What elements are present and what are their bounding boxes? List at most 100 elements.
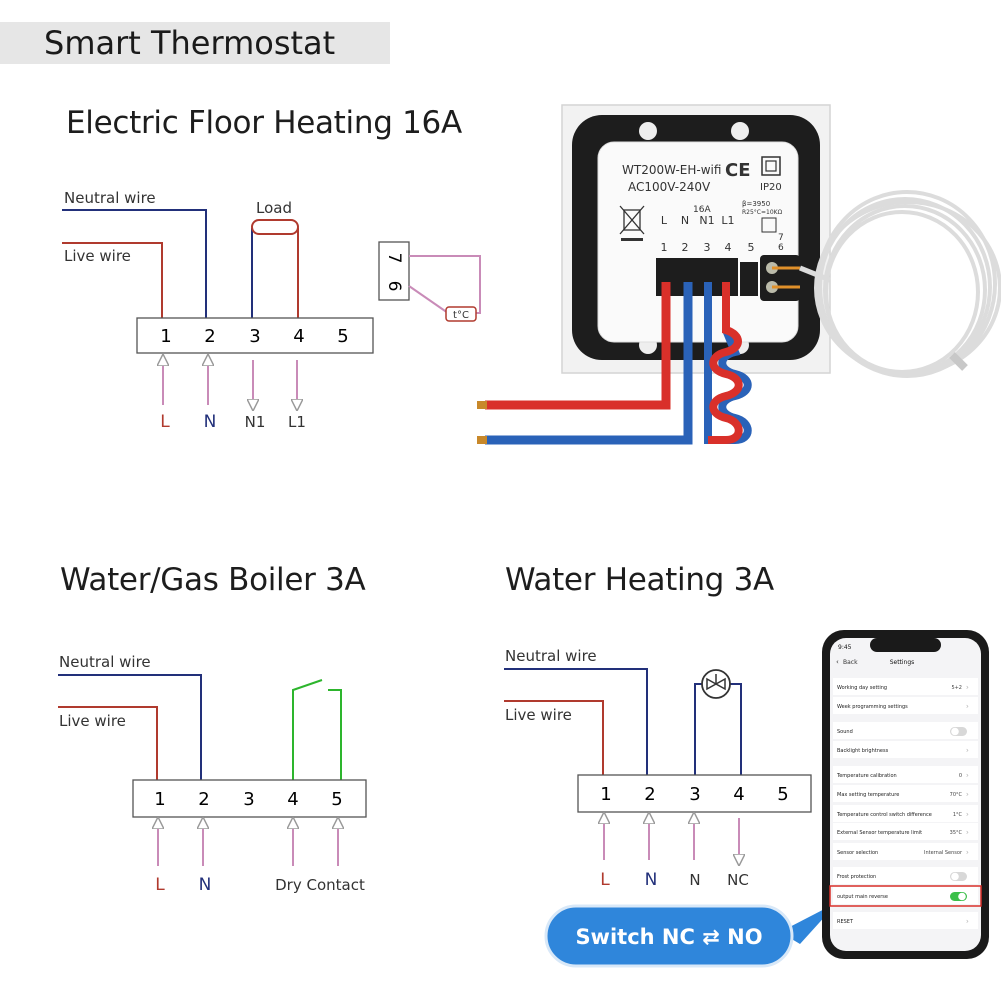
- water-live-label: Live wire: [505, 706, 572, 724]
- floor-heating-title: Electric Floor Heating 16A: [66, 105, 462, 141]
- phone-row-label[interactable]: Sound: [837, 729, 853, 735]
- chevron-right-icon: ›: [966, 772, 969, 780]
- device-aux-6: 6: [778, 243, 784, 253]
- water-term-4: 4: [733, 784, 744, 805]
- boiler-live-label: Live wire: [59, 712, 126, 730]
- phone-row-value: 1°C: [953, 812, 963, 818]
- device-voltage: AC100V-240V: [628, 180, 711, 194]
- water-bottom-NC: NC: [727, 871, 749, 889]
- title-banner: Smart Thermostat: [0, 22, 390, 64]
- device-aux-7: 7: [778, 233, 784, 243]
- load-element: [251, 219, 299, 235]
- boiler-term-3: 3: [243, 789, 254, 810]
- phone-row-label[interactable]: Frost protection: [837, 874, 876, 880]
- chevron-right-icon: ›: [966, 791, 969, 799]
- device-pin-num-3: 3: [704, 241, 711, 254]
- phone-row-label[interactable]: Temperature control switch difference: [836, 812, 932, 818]
- device-r25: R25°C=10KΩ: [742, 209, 783, 216]
- dry-contact-switch-right: [328, 689, 342, 780]
- phone-row-value: 35°C: [950, 830, 963, 836]
- device-pin-num-1: 1: [661, 241, 668, 254]
- boiler-term-1: 1: [154, 789, 165, 810]
- phone-row-bg: [833, 722, 978, 739]
- device-l1-wire: [708, 282, 743, 444]
- sensor-term-6: 6: [384, 281, 404, 292]
- phone-row-bg: [833, 697, 978, 714]
- phone-row-label[interactable]: Working day setting: [837, 685, 887, 691]
- water-heating-diagram: Neutral wire Live wire 1 2 3 4 5 L N N N…: [504, 647, 812, 890]
- phone-notch: [870, 638, 941, 652]
- floor-term-5: 5: [337, 326, 348, 347]
- water-term-5: 5: [777, 784, 788, 805]
- temp-sensor: [445, 306, 477, 322]
- device-pin-num-4: 4: [725, 241, 732, 254]
- device-beta: β=3950: [742, 200, 770, 208]
- phone-row-label[interactable]: External Sensor temperature limit: [837, 830, 922, 836]
- floor-neutral-wire: [62, 209, 207, 318]
- water-bottom-N2: N: [689, 871, 700, 889]
- boiler-term-2: 2: [198, 789, 209, 810]
- phone-row-bg: [833, 843, 978, 860]
- phone-row-bg: [833, 887, 978, 904]
- floor-live-wire: [62, 242, 163, 318]
- phone-row-bg: [833, 805, 978, 822]
- device-live-wire: [485, 282, 671, 410]
- phone-row-label[interactable]: RESET: [837, 919, 854, 925]
- phone-row-label[interactable]: Backlight brightness: [837, 748, 889, 754]
- switch-nc-no-badge: Switch NC ⇄ NO: [544, 902, 838, 968]
- dry-contact-switch-left: [292, 679, 323, 780]
- boiler-diagram: Neutral wire Live wire 1 2 3 4 5 L N Dry…: [58, 653, 367, 895]
- page-title: Smart Thermostat: [44, 24, 336, 62]
- floor-term-2: 2: [204, 326, 215, 347]
- switch-label: Switch NC ⇄ NO: [575, 925, 762, 949]
- temp-sensor-label: t°C: [453, 310, 469, 321]
- phone-row-bg: [833, 678, 978, 695]
- water-bottom-L: L: [600, 870, 610, 890]
- device-pin-num-5: 5: [748, 241, 755, 254]
- water-neutral-label: Neutral wire: [505, 647, 597, 665]
- water-terminal-block: [577, 774, 812, 813]
- boiler-bottom-N: N: [199, 875, 212, 895]
- chevron-right-icon: ›: [966, 703, 969, 711]
- water-bottom-N: N: [645, 870, 658, 890]
- sensor-cable-coil: [814, 190, 1001, 378]
- phone-row-label[interactable]: Temperature calibration: [836, 773, 897, 779]
- chevron-right-icon: ›: [966, 849, 969, 857]
- floor-term-4: 4: [293, 326, 304, 347]
- chevron-right-icon: ›: [966, 918, 969, 926]
- floor-bottom-L1: L1: [288, 413, 306, 431]
- device-pin-L: L: [661, 214, 668, 227]
- water-term-2: 2: [644, 784, 655, 805]
- floor-term-1: 1: [160, 326, 171, 347]
- boiler-term-4: 4: [287, 789, 298, 810]
- device-model: WT200W-EH-wifi: [622, 163, 721, 177]
- phone-back[interactable]: ‹: [836, 658, 839, 666]
- device-pin-N: N: [681, 214, 689, 227]
- phone-row-label[interactable]: Max setting temperature: [837, 792, 899, 798]
- chevron-right-icon: ›: [966, 811, 969, 819]
- phone-row-label[interactable]: Week programming settings: [837, 704, 908, 710]
- floor-terminal-block: [136, 317, 374, 354]
- boiler-bottom-dry-contact: Dry Contact: [275, 876, 365, 894]
- boiler-neutral-label: Neutral wire: [59, 653, 151, 671]
- device-current: 16A: [693, 205, 711, 215]
- floor-bottom-N: N: [204, 412, 217, 432]
- phone-row-label[interactable]: output main reverse: [837, 894, 888, 900]
- phone-row-bg: [833, 741, 978, 758]
- phone-row-label[interactable]: Sensor selection: [837, 850, 878, 856]
- floor-bottom-N1: N1: [245, 413, 266, 431]
- load-label: Load: [256, 199, 292, 217]
- boiler-bottom-L: L: [155, 875, 165, 895]
- phone-mockup: 9:45 ‹ Back Settings Working day setting…: [822, 630, 989, 959]
- floor-heating-diagram: Neutral wire Live wire Load 1 2 3 4 5 L …: [62, 189, 481, 432]
- toggle-knob: [951, 872, 959, 881]
- phone-settings-title: Settings: [890, 659, 915, 666]
- device-pin-num-2: 2: [682, 241, 689, 254]
- device-ip-rating: IP20: [760, 182, 782, 193]
- device-neutral-wire: [485, 282, 693, 445]
- floor-bottom-L: L: [160, 412, 170, 432]
- water-term-1: 1: [600, 784, 611, 805]
- floor-neutral-label: Neutral wire: [64, 189, 156, 207]
- phone-back-label: Back: [843, 659, 858, 666]
- phone-row-bg: [833, 766, 978, 783]
